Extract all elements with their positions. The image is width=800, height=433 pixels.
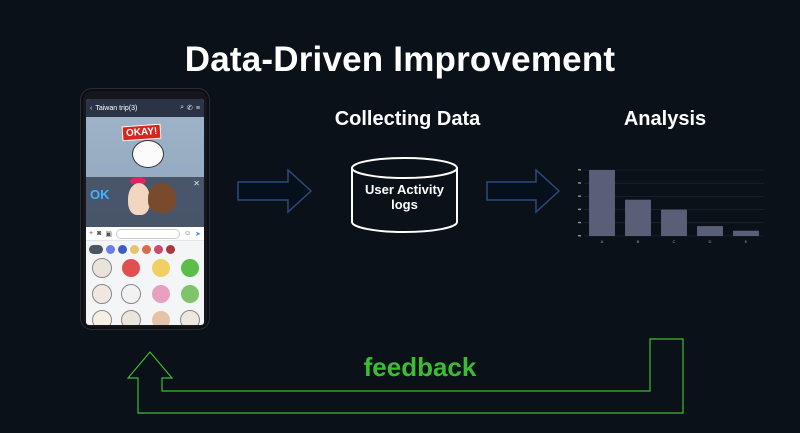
y-tick-mark (578, 221, 581, 224)
sticker-icon (151, 285, 170, 303)
sticker-tab (118, 244, 127, 254)
x-tick-label: E (745, 239, 748, 244)
cylinder-label-line1: User Activity (365, 182, 444, 197)
y-tick-mark (578, 169, 581, 171)
x-tick-label: B (637, 239, 640, 244)
sticker-icon (91, 310, 112, 325)
feedback-loop-arrow (126, 338, 684, 414)
sticker-icon (121, 284, 142, 304)
chart-bar (589, 170, 615, 236)
sticker-icon (121, 310, 142, 325)
message-input-bar: + ◙ ▣ ☺ ➤ (86, 227, 204, 241)
sticker-tab (130, 244, 139, 254)
cony-sticker-icon (128, 183, 150, 215)
chart-bar (625, 199, 651, 236)
bear-sticker-icon (132, 140, 164, 168)
sticker-tab (89, 244, 103, 254)
bow-icon (130, 177, 146, 185)
y-tick-mark (578, 208, 581, 211)
y-tick-mark (578, 235, 581, 237)
phone-mockup: ‹ Taiwan trip(3) ⌕ ✆ ≡ OKAY! OK ✕ + ◙ ▣ (80, 88, 210, 330)
sticker-tab (166, 244, 175, 254)
sticker-icon (151, 259, 170, 277)
menu-icon: ≡ (195, 104, 200, 112)
x-tick-label: D (709, 239, 712, 244)
sticker-tab (106, 244, 115, 254)
emoji-icon: ☺ (183, 230, 192, 237)
x-tick-label: C (673, 239, 676, 244)
cylinder-label-line2: logs (391, 197, 418, 212)
chat-area: OKAY! OK ✕ (86, 117, 204, 231)
x-tick-label: A (601, 239, 604, 244)
flow-arrow-2 (486, 168, 561, 214)
sticker-icon (151, 311, 170, 325)
sticker-grid (90, 258, 202, 325)
collecting-data-label: Collecting Data (334, 108, 481, 130)
camera-icon: ◙ (97, 230, 102, 237)
chat-header: ‹ Taiwan trip(3) ⌕ ✆ ≡ (86, 99, 204, 117)
sticker-icon (122, 259, 141, 277)
okay-sticker: OKAY! (121, 123, 170, 175)
diagram-title: Data-Driven Improvement (184, 40, 616, 79)
sticker-icon (180, 310, 201, 325)
sticker-tabs (86, 242, 204, 256)
chart-bar (697, 226, 723, 236)
brown-sticker-icon (148, 183, 176, 213)
sticker-tab (154, 244, 163, 254)
chart-bar (733, 230, 759, 236)
sticker-icon (91, 258, 112, 278)
plus-icon: + (89, 230, 94, 237)
analysis-bar-chart: A B C D E (578, 169, 764, 244)
close-icon: ✕ (193, 179, 200, 188)
chat-title: Taiwan trip(3) (95, 104, 138, 112)
y-tick-mark (578, 182, 581, 184)
send-icon: ➤ (195, 230, 201, 238)
chart-bar (661, 209, 687, 236)
feedback-label: feedback (363, 352, 477, 382)
y-tick-mark (578, 195, 581, 197)
phone-icon: ✆ (187, 105, 193, 112)
back-icon: ‹ (90, 104, 93, 112)
cylinder-label: User Activity logs (351, 182, 458, 212)
ok-sticker-text: OK (90, 187, 110, 202)
analysis-label: Analysis (623, 108, 707, 130)
sticker-icon (181, 259, 200, 277)
phone-screen: ‹ Taiwan trip(3) ⌕ ✆ ≡ OKAY! OK ✕ + ◙ ▣ (86, 99, 204, 325)
database-cylinder (351, 157, 458, 233)
flow-arrow-1 (237, 168, 313, 214)
sticker-preview-popup: OK ✕ (86, 177, 204, 231)
sticker-icon (181, 285, 200, 303)
sticker-icon (91, 284, 112, 304)
image-icon: ▣ (105, 230, 112, 238)
search-icon: ⌕ (180, 104, 185, 111)
message-field (115, 228, 180, 239)
sticker-tab (142, 244, 151, 254)
